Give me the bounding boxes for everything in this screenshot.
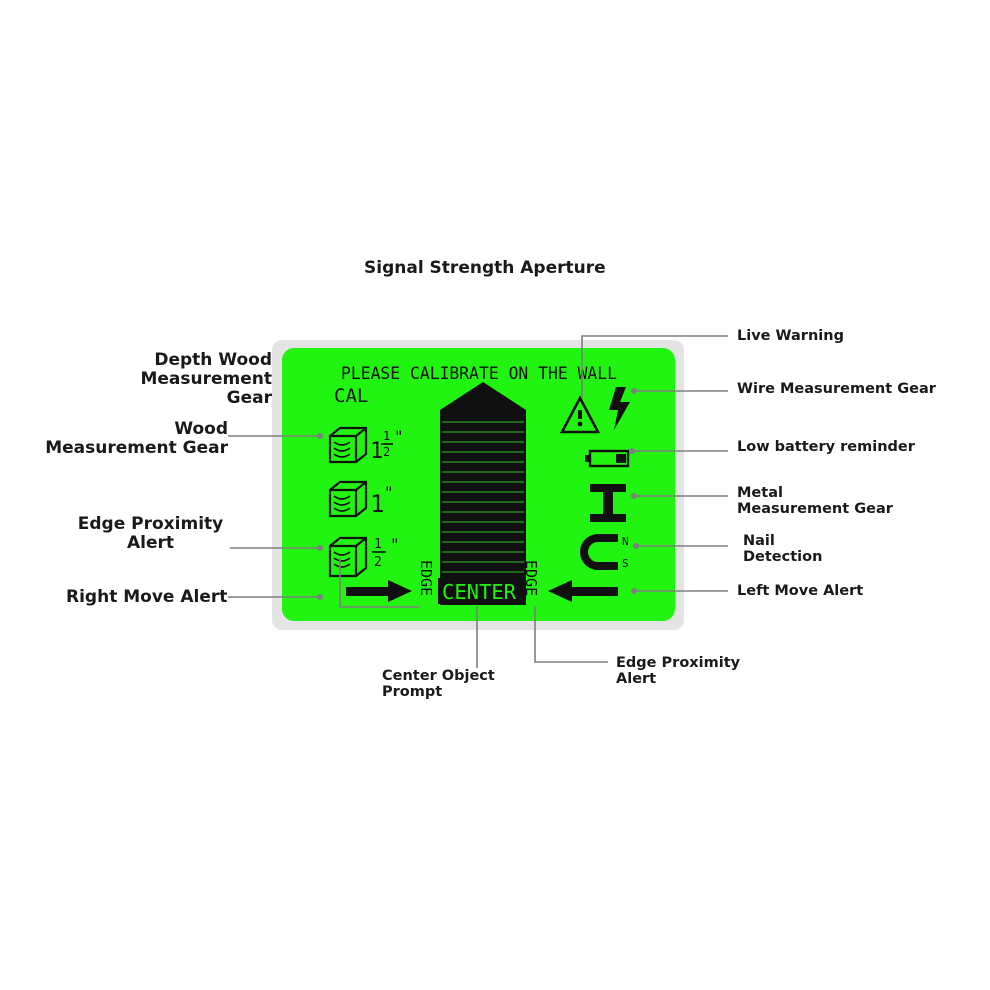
wood-size-3: 1 2 " <box>372 535 400 570</box>
svg-text:2: 2 <box>374 555 382 570</box>
center-box <box>438 578 520 604</box>
lightning-icon <box>609 387 630 430</box>
right-move-arrow-icon <box>346 580 412 602</box>
svg-text:1: 1 <box>374 537 382 552</box>
callout-edge-right: Edge Proximity Alert <box>616 655 741 688</box>
wood-block-icon <box>328 426 368 464</box>
callout-left-move: Left Move Alert <box>737 583 864 599</box>
wood-block-icon <box>328 480 368 518</box>
metal-ibeam-icon <box>590 484 626 522</box>
callout-wood-gear: Wood Measurement Gear <box>45 419 228 459</box>
magnet-icon: N S <box>580 534 629 570</box>
callout-center-prompt: Center Object Prompt <box>382 668 495 701</box>
nail-n-label: N <box>622 535 629 548</box>
callout-edge-left: Edge Proximity Alert <box>77 514 224 554</box>
center-label: CENTER <box>442 580 517 604</box>
calibrate-message: PLEASE CALIBRATE ON THE WALL <box>341 364 617 384</box>
svg-text:": " <box>394 427 404 446</box>
edge-right-label: EDGE <box>522 560 540 596</box>
callout-low-battery: Low battery reminder <box>737 439 915 455</box>
callout-metal-gear: Metal Measurement Gear <box>737 485 893 518</box>
svg-text:": " <box>384 483 394 502</box>
cal-indicator: CAL <box>334 385 368 407</box>
svg-text:": " <box>390 535 400 554</box>
callout-wire-gear: Wire Measurement Gear <box>737 381 936 397</box>
svg-text:1: 1 <box>370 490 384 518</box>
leader-lines <box>228 335 728 668</box>
svg-text:1: 1 <box>383 429 390 443</box>
callout-live-warning: Live Warning <box>737 328 844 344</box>
svg-text:2: 2 <box>383 445 390 459</box>
signal-strength-bar <box>440 382 526 605</box>
edge-left-label: EDGE <box>417 560 435 596</box>
callout-depth-wood-gear: Depth Wood Measurement Gear <box>140 350 272 409</box>
svg-text:1: 1 <box>370 439 383 464</box>
callout-nail-detection: Nail Detection <box>743 533 823 566</box>
nail-s-label: S <box>622 557 629 570</box>
wood-size-1: 1 1 2 " <box>370 427 404 464</box>
wood-size-2: 1 " <box>370 483 394 518</box>
callout-right-move: Right Move Alert <box>66 587 228 607</box>
warning-triangle-icon <box>559 395 601 434</box>
left-move-arrow-icon <box>548 580 618 602</box>
battery-icon <box>585 449 630 468</box>
diagram-title: Signal Strength Aperture <box>364 258 606 278</box>
wood-block-icon <box>328 536 368 578</box>
